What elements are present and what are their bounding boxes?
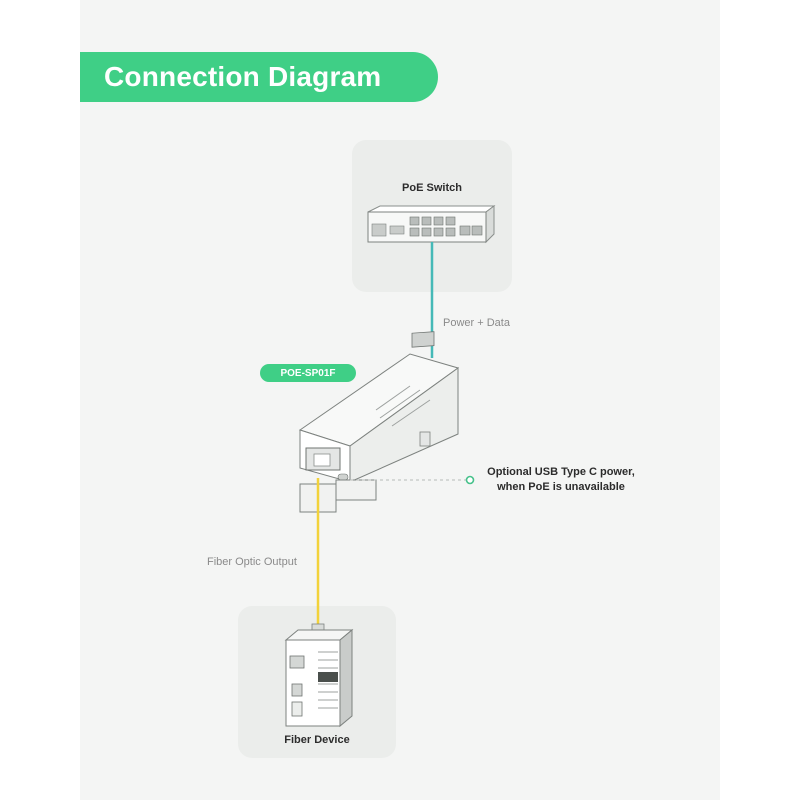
page-title: Connection Diagram xyxy=(104,61,382,92)
title-banner: Connection Diagram xyxy=(80,52,438,102)
usb-power-dot xyxy=(465,475,475,485)
usb-power-note: Optional USB Type C power, when PoE is u… xyxy=(476,465,646,495)
power-data-label: Power + Data xyxy=(443,317,510,329)
converter-model-badge: POE-SP01F xyxy=(260,364,356,382)
fiber-device-icon xyxy=(284,623,354,728)
poe-switch-label: PoE Switch xyxy=(402,182,462,194)
fiber-output-label: Fiber Optic Output xyxy=(207,556,297,568)
converter-icon xyxy=(298,331,460,513)
usb-power-note-line2: when PoE is unavailable xyxy=(497,481,625,493)
usb-power-note-line1: Optional USB Type C power, xyxy=(487,466,635,478)
fiber-device-label: Fiber Device xyxy=(284,734,350,746)
poe-switch-icon xyxy=(367,205,496,244)
